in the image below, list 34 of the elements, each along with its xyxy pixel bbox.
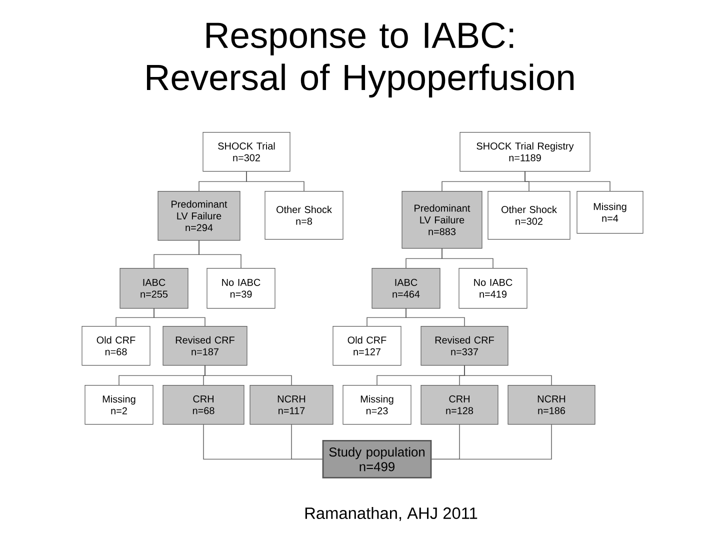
flow-box: CRH n=128 bbox=[420, 385, 498, 425]
flow-box: Old CRF n=127 bbox=[332, 326, 402, 366]
flow-box: Predominant LV Failure n=294 bbox=[158, 191, 240, 241]
connector bbox=[464, 365, 552, 386]
connector bbox=[154, 308, 206, 326]
connector bbox=[442, 248, 494, 268]
flow-box: Old CRF n=68 bbox=[82, 326, 150, 366]
flow-box: NCRH n=117 bbox=[250, 385, 334, 425]
connector bbox=[291, 424, 323, 460]
flow-box: CRH n=68 bbox=[162, 385, 244, 425]
flow-box: IABC n=464 bbox=[372, 268, 440, 309]
flow-box: IABC n=255 bbox=[120, 268, 188, 309]
flow-box: Missing n=4 bbox=[576, 191, 644, 234]
connector bbox=[524, 171, 610, 192]
flow-box: Predominant LV Failure n=883 bbox=[402, 191, 482, 249]
flow-box: No IABC n=39 bbox=[206, 268, 276, 309]
flow-box: Missing n=2 bbox=[84, 385, 154, 425]
flow-box: Revised CRF n=337 bbox=[420, 326, 508, 366]
citation: Ramanathan, AHJ 2011 bbox=[305, 507, 478, 521]
flow-box: SHOCK Trial Registry n=1189 bbox=[460, 132, 590, 172]
connector bbox=[246, 171, 304, 192]
flow-box: NCRH n=186 bbox=[508, 385, 596, 425]
result-box: Study population n=499 bbox=[322, 440, 432, 478]
flow-box: Other Shock n=8 bbox=[264, 191, 344, 240]
flow-box: No IABC n=419 bbox=[458, 268, 528, 309]
connector bbox=[406, 308, 465, 326]
title: Response to IABC: Reversal of Hypoperfusion bbox=[146, 22, 574, 98]
flow-box: SHOCK Trial n=302 bbox=[202, 132, 290, 172]
connector bbox=[204, 365, 292, 386]
flow-box: Missing n=23 bbox=[342, 385, 412, 425]
connector bbox=[431, 424, 552, 460]
flow-box: Other Shock n=302 bbox=[488, 191, 570, 240]
flow-box: Revised CRF n=187 bbox=[162, 326, 248, 366]
connector bbox=[198, 240, 242, 268]
